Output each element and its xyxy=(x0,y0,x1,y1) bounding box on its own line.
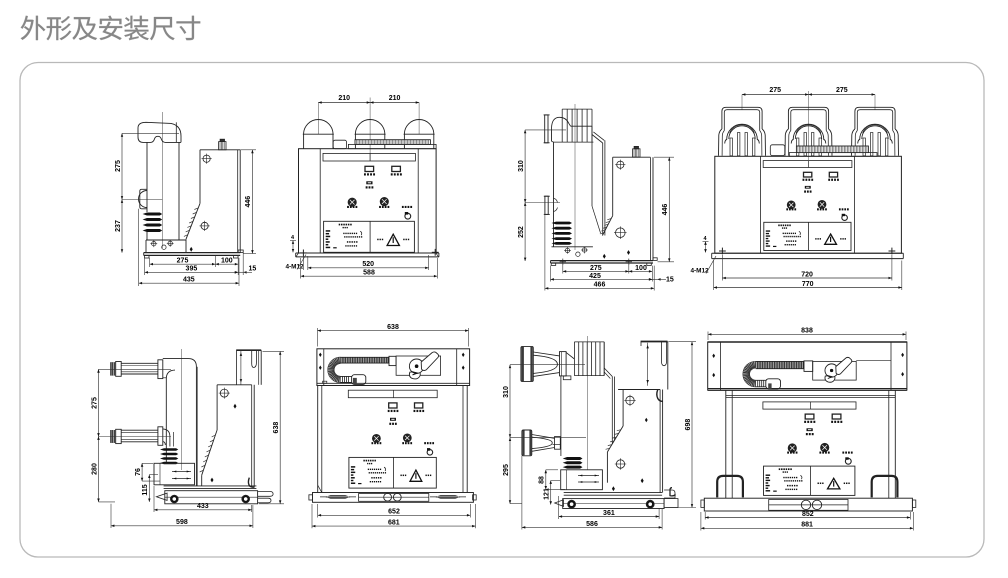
svg-text:466: 466 xyxy=(594,282,606,289)
svg-text:15: 15 xyxy=(249,266,257,273)
svg-text:100: 100 xyxy=(635,265,647,272)
svg-text:275: 275 xyxy=(115,160,122,172)
svg-text:76: 76 xyxy=(135,468,142,476)
svg-text:210: 210 xyxy=(338,95,350,102)
svg-text:520: 520 xyxy=(362,261,374,268)
svg-text:252: 252 xyxy=(518,226,525,238)
svg-text:4: 4 xyxy=(291,235,295,241)
svg-text:310: 310 xyxy=(503,386,510,398)
svg-text:395: 395 xyxy=(186,266,198,273)
svg-text:681: 681 xyxy=(388,520,400,527)
svg-text:4-M12: 4-M12 xyxy=(690,268,709,275)
svg-text:295: 295 xyxy=(503,464,510,476)
svg-text:100: 100 xyxy=(221,258,233,265)
svg-text:275: 275 xyxy=(836,87,848,94)
svg-text:88: 88 xyxy=(539,476,546,484)
svg-text:852: 852 xyxy=(802,511,814,518)
svg-text:638: 638 xyxy=(387,324,399,331)
svg-text:275: 275 xyxy=(769,87,781,94)
svg-text:720: 720 xyxy=(801,271,813,278)
svg-text:881: 881 xyxy=(801,522,813,529)
svg-text:588: 588 xyxy=(363,270,375,277)
svg-text:698: 698 xyxy=(685,419,692,431)
svg-text:237: 237 xyxy=(115,220,122,232)
svg-text:652: 652 xyxy=(388,509,400,516)
svg-text:275: 275 xyxy=(91,397,98,409)
svg-text:15: 15 xyxy=(666,277,674,284)
svg-text:210: 210 xyxy=(389,95,401,102)
svg-text:310: 310 xyxy=(518,160,525,172)
svg-text:598: 598 xyxy=(176,519,188,526)
svg-text:275: 275 xyxy=(177,258,189,265)
svg-text:425: 425 xyxy=(589,273,601,280)
svg-text:446: 446 xyxy=(245,196,252,208)
svg-text:638: 638 xyxy=(273,422,280,434)
svg-text:361: 361 xyxy=(603,510,615,517)
svg-text:4: 4 xyxy=(703,236,707,242)
svg-text:280: 280 xyxy=(91,463,98,475)
svg-text:433: 433 xyxy=(197,503,209,510)
svg-text:586: 586 xyxy=(586,521,598,528)
svg-text:435: 435 xyxy=(183,277,195,284)
svg-text:446: 446 xyxy=(662,204,669,216)
svg-text:770: 770 xyxy=(802,281,814,288)
svg-text:838: 838 xyxy=(801,328,813,335)
svg-text:275: 275 xyxy=(590,265,602,272)
svg-text:4-M12: 4-M12 xyxy=(285,264,304,271)
svg-text:115: 115 xyxy=(142,484,149,495)
svg-text:121: 121 xyxy=(544,488,551,500)
